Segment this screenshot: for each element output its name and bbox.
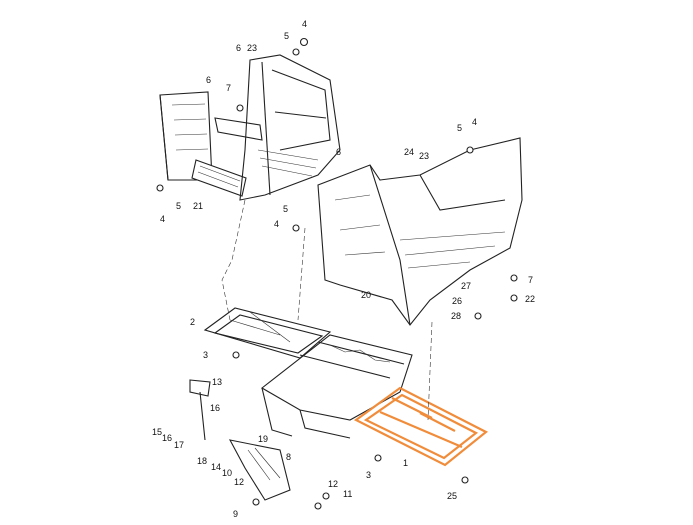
callout-4: 4 <box>302 19 308 29</box>
callout-16: 16 <box>210 403 221 413</box>
callout-9: 9 <box>233 509 239 519</box>
callout-27: 27 <box>461 281 472 291</box>
callout-6: 6 <box>336 147 342 157</box>
callout-5: 5 <box>284 31 290 41</box>
callout-19: 19 <box>258 434 269 444</box>
callout-3: 3 <box>366 470 372 480</box>
callout-28: 28 <box>451 311 462 321</box>
callout-17: 17 <box>174 440 185 450</box>
callout-8: 8 <box>286 452 292 462</box>
callout-5: 5 <box>176 201 182 211</box>
callout-12: 12 <box>234 477 245 487</box>
callout-26: 26 <box>452 296 463 306</box>
callout-24: 24 <box>404 147 415 157</box>
left-footwell-frame <box>214 54 341 201</box>
callout-7: 7 <box>226 83 232 93</box>
callout-7: 7 <box>528 275 534 285</box>
callout-6: 6 <box>236 43 242 53</box>
callout-4: 4 <box>472 117 478 127</box>
callout-21: 21 <box>193 201 204 211</box>
callout-14: 14 <box>211 462 222 472</box>
subframe-part-2 <box>203 307 332 359</box>
callout-23: 23 <box>419 151 430 161</box>
callout-25: 25 <box>447 491 458 501</box>
callout-3: 3 <box>203 350 209 360</box>
callout-20: 20 <box>361 290 372 300</box>
hardware-fasteners <box>156 37 518 510</box>
callout-6: 6 <box>206 75 212 85</box>
callout-12: 12 <box>328 479 339 489</box>
callout-2: 2 <box>190 317 196 327</box>
callout-13: 13 <box>212 377 223 387</box>
main-floor-frame <box>261 334 413 439</box>
callout-15: 15 <box>152 427 163 437</box>
highlighted-frame-part-1 <box>353 386 489 467</box>
pedal-assembly <box>189 379 291 501</box>
callout-22: 22 <box>525 294 536 304</box>
callout-4: 4 <box>160 214 166 224</box>
callout-23: 23 <box>247 43 258 53</box>
callout-10: 10 <box>222 468 233 478</box>
callout-5: 5 <box>457 123 463 133</box>
callout-5: 5 <box>283 204 289 214</box>
callout-4: 4 <box>274 219 280 229</box>
callout-11: 11 <box>343 489 353 499</box>
leader-lines <box>221 199 433 421</box>
right-footwell-panel <box>317 137 523 326</box>
callout-16: 16 <box>162 433 173 443</box>
callout-18: 18 <box>197 456 208 466</box>
callout-1: 1 <box>403 458 409 468</box>
left-footwell-panel <box>159 91 247 197</box>
